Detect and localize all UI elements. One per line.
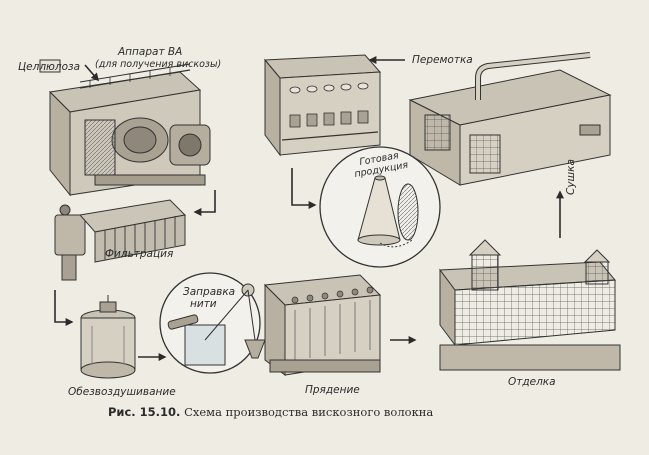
apparatus-ba-illustration: [39, 59, 211, 197]
drying-machine-illustration: [408, 52, 612, 186]
label-finishing: Отделка: [508, 376, 556, 388]
arrow-filtration-to-deaeration: [54, 290, 74, 326]
threading-inset-illustration: [159, 272, 266, 374]
label-apparatus-line2: (для получения вискозы): [95, 59, 221, 70]
rewinding-machine-illustration: [263, 54, 382, 157]
label-filtration: Фильтрация: [105, 248, 173, 260]
caption-text: Схема производства вискозного волокна: [184, 405, 434, 419]
caption-number: Рис. 15.10.: [108, 405, 181, 419]
label-drying: Сушка: [565, 159, 577, 195]
label-deaeration: Обезвоздушивание: [68, 386, 176, 398]
figure-caption: Рис. 15.10. Схема производства вискозног…: [108, 405, 433, 419]
process-flow-arrows: [54, 56, 564, 361]
label-rewinding: Перемотка: [412, 54, 473, 66]
arrow-rewinding-to-product: [291, 168, 317, 209]
label-cellulose: Целлюлоза: [18, 61, 80, 73]
arrow-cellulose-to-apparatus: [84, 64, 100, 82]
label-threading-line2: нити: [190, 298, 217, 310]
spinning-machine-illustration: [263, 274, 382, 376]
label-threading-line1: Заправка: [183, 286, 235, 298]
finished-product-inset-illustration: [319, 146, 441, 268]
label-apparatus-line1: Аппарат ВА: [117, 46, 182, 58]
deaeration-tank-illustration: [80, 295, 136, 379]
filter-press-illustration: [54, 199, 187, 281]
arrow-apparatus-to-filtration: [193, 190, 216, 216]
finishing-machine-illustration: [439, 239, 621, 371]
label-spinning: Прядение: [305, 384, 360, 396]
